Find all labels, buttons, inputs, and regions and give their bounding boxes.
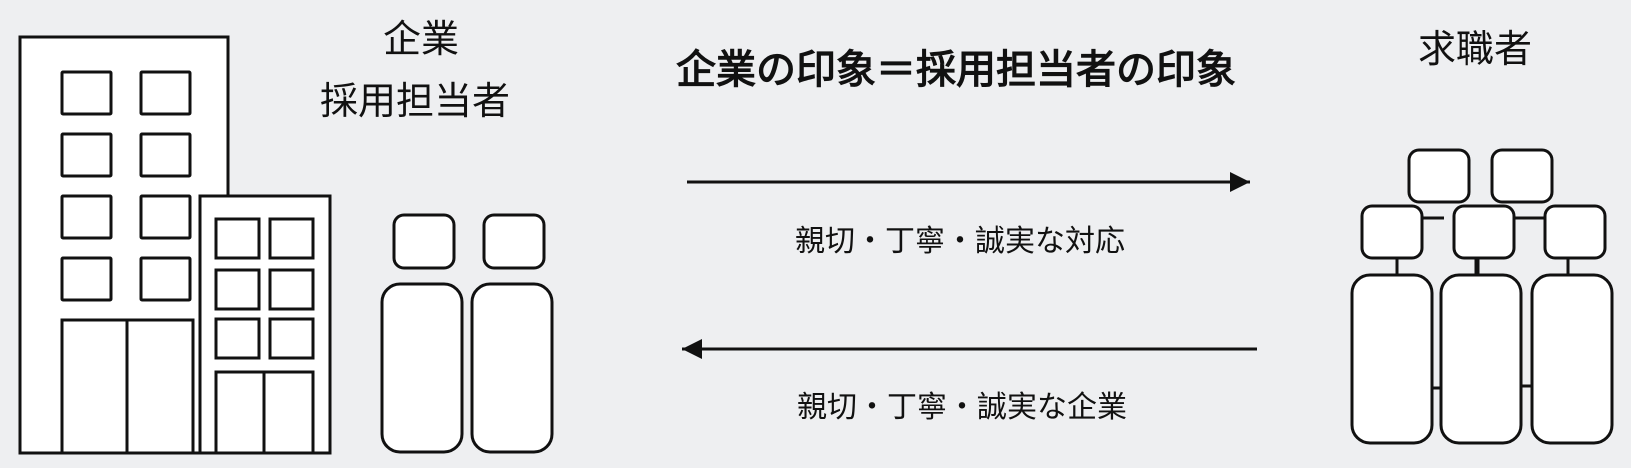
window xyxy=(139,132,192,178)
person-head xyxy=(1543,204,1607,260)
window xyxy=(268,268,315,311)
person-body xyxy=(1530,273,1614,445)
person-head xyxy=(1490,148,1554,204)
window xyxy=(60,194,113,240)
group-of-people-icon xyxy=(1350,148,1614,445)
person-body xyxy=(470,282,554,454)
arrow-top-label: 親切・丁寧・誠実な対応 xyxy=(795,224,1125,259)
job-seeker-label: 求職者 xyxy=(1418,27,1533,71)
window xyxy=(214,317,261,360)
window xyxy=(214,217,261,260)
two-people-icon xyxy=(380,213,554,454)
window xyxy=(268,317,315,360)
window xyxy=(60,256,113,302)
window xyxy=(268,217,315,260)
office-buildings-icon xyxy=(18,35,332,455)
person-head xyxy=(1360,204,1424,260)
window xyxy=(139,256,192,302)
company-label: 企業 xyxy=(383,17,460,61)
person-body xyxy=(380,282,464,454)
recruiter-label: 採用担当者 xyxy=(320,79,511,123)
person-body xyxy=(1350,273,1434,445)
window xyxy=(139,194,192,240)
person-head xyxy=(482,213,546,270)
person-head xyxy=(1407,148,1471,204)
arrow-bottom-label: 親切・丁寧・誠実な企業 xyxy=(797,390,1127,425)
window xyxy=(60,132,113,178)
person-head xyxy=(392,213,456,270)
window xyxy=(139,70,192,116)
person-body xyxy=(1439,273,1523,445)
window xyxy=(214,268,261,311)
window xyxy=(60,70,113,116)
person-head xyxy=(1452,204,1516,260)
headline: 企業の印象＝採用担当者の印象 xyxy=(676,47,1236,93)
